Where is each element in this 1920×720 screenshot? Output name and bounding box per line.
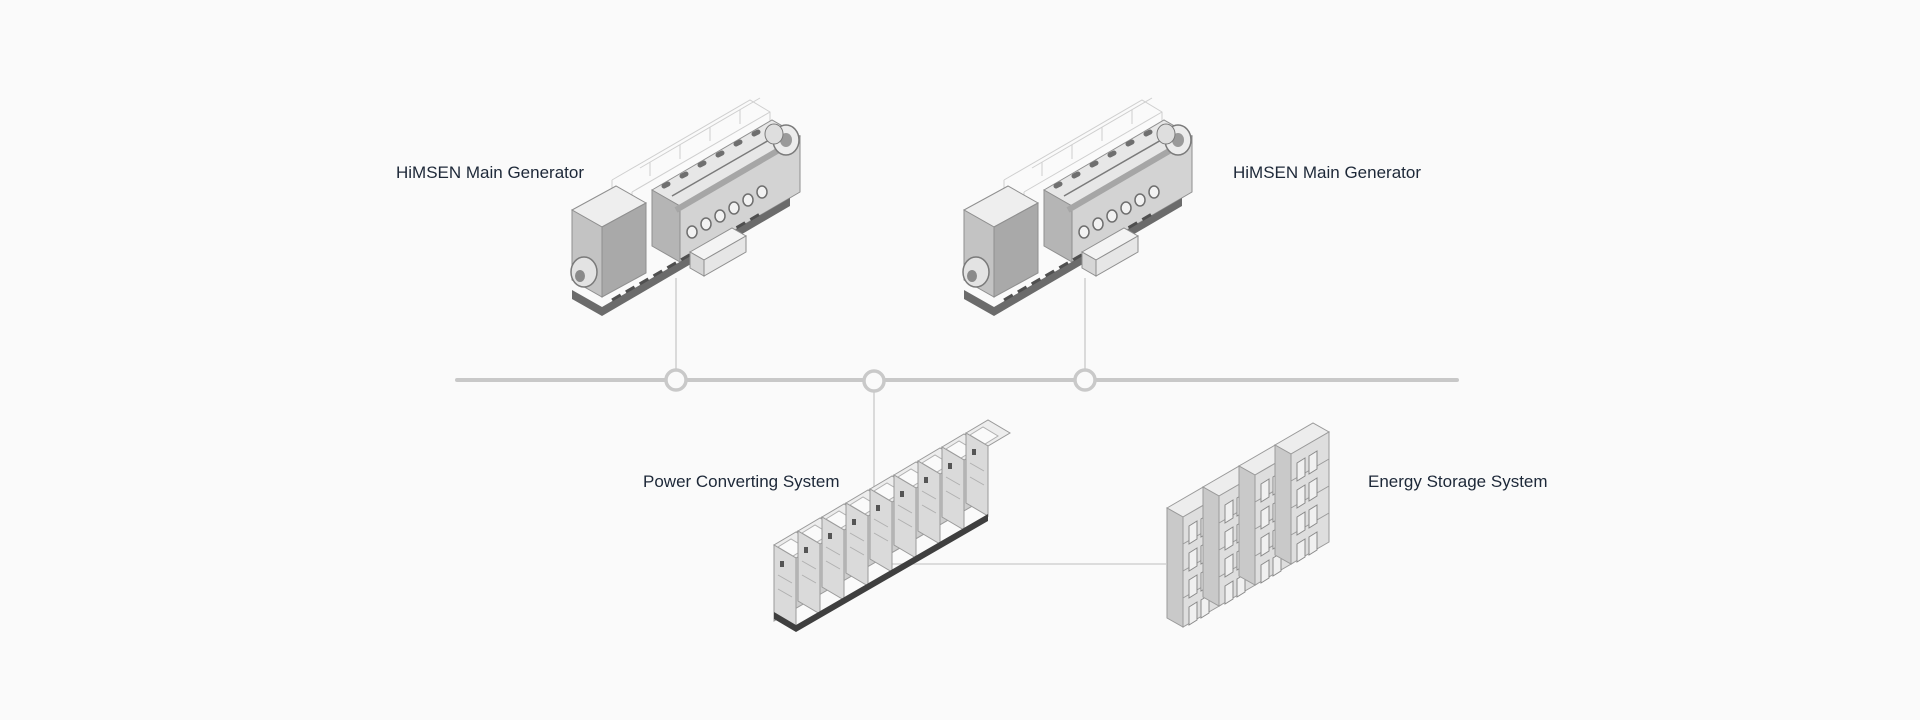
generator-left-label: HiMSEN Main Generator [396, 163, 584, 182]
bus-node-generator-right [1073, 368, 1097, 392]
generator-left-illustration [571, 98, 800, 316]
ess-illustration [1166, 422, 1330, 628]
pcs-illustration [773, 419, 1011, 632]
bus-node-pcs [862, 369, 886, 393]
pcs-label: Power Converting System [643, 472, 840, 491]
generator-right-illustration [963, 98, 1192, 316]
bus-node-generator-left [664, 368, 688, 392]
generator-right-label: HiMSEN Main Generator [1233, 163, 1421, 182]
ess-label: Energy Storage System [1368, 472, 1548, 491]
